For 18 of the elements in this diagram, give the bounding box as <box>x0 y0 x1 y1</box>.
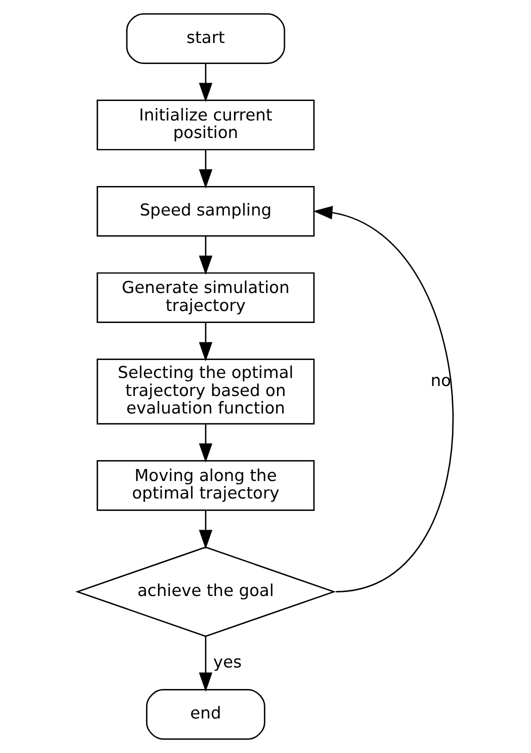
node-box: Speed sampling <box>96 186 315 237</box>
node-box: start <box>126 13 286 64</box>
arrow <box>198 636 212 692</box>
arrow <box>198 510 212 550</box>
node-box: Initialize current position <box>96 100 315 150</box>
arrow <box>198 150 212 188</box>
node-diamond: achieve the goal <box>75 546 336 637</box>
edge-label: yes <box>213 652 242 672</box>
arrow <box>198 322 212 362</box>
node-box: Selecting the optimal trajectory based on evaluation function <box>96 358 315 424</box>
edge-label: no <box>430 371 452 390</box>
node-box: end <box>146 689 266 740</box>
arrow <box>198 236 212 275</box>
arrow <box>313 206 454 592</box>
node-box: Moving along the optimal trajectory <box>96 460 315 511</box>
arrow <box>198 424 212 463</box>
node-box: Generate simulation trajectory <box>96 272 315 324</box>
arrow <box>198 64 212 102</box>
